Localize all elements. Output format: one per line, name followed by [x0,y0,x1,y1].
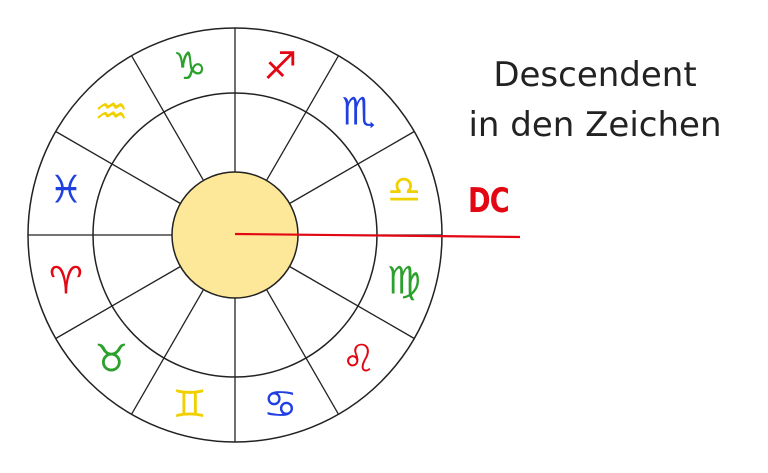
sagittarius-sign: ♐ [263,44,297,88]
house-division-lines [28,28,442,442]
house-division-line [289,130,415,205]
aquarius-sign: ♒ [94,89,128,133]
virgo-sign: ♍ [387,258,421,302]
taurus-sign: ♉ [94,337,128,381]
descendant-axis-line [234,232,521,239]
descendant-label: DC [468,181,510,221]
chart-title: Descendent in den Zeichen [430,50,760,150]
capricorn-sign: ♑ [173,44,207,88]
house-division-line [265,55,340,181]
house-division-line [55,130,181,205]
title-line-1: Descendent [493,55,697,95]
house-division-line [265,289,340,415]
libra-sign: ♎ [387,168,421,212]
house-division-line [289,265,415,340]
pisces-sign: ♓ [49,168,83,212]
gemini-sign: ♊ [173,382,207,426]
zodiac-sign-glyphs: ♈♉ ♊ ♋ ♌♍ ♎♏ ♐ ♑ ♒♓ [49,44,421,426]
outer-ring [27,27,443,443]
leo-sign: ♌ [342,337,376,381]
scorpio-sign: ♏ [342,89,376,133]
title-line-2: in den Zeichen [468,105,722,145]
house-division-line [55,265,181,340]
house-division-line [130,289,205,415]
house-division-line [130,55,205,181]
cancer-sign: ♋ [263,382,297,426]
aries-sign: ♈ [49,258,83,302]
